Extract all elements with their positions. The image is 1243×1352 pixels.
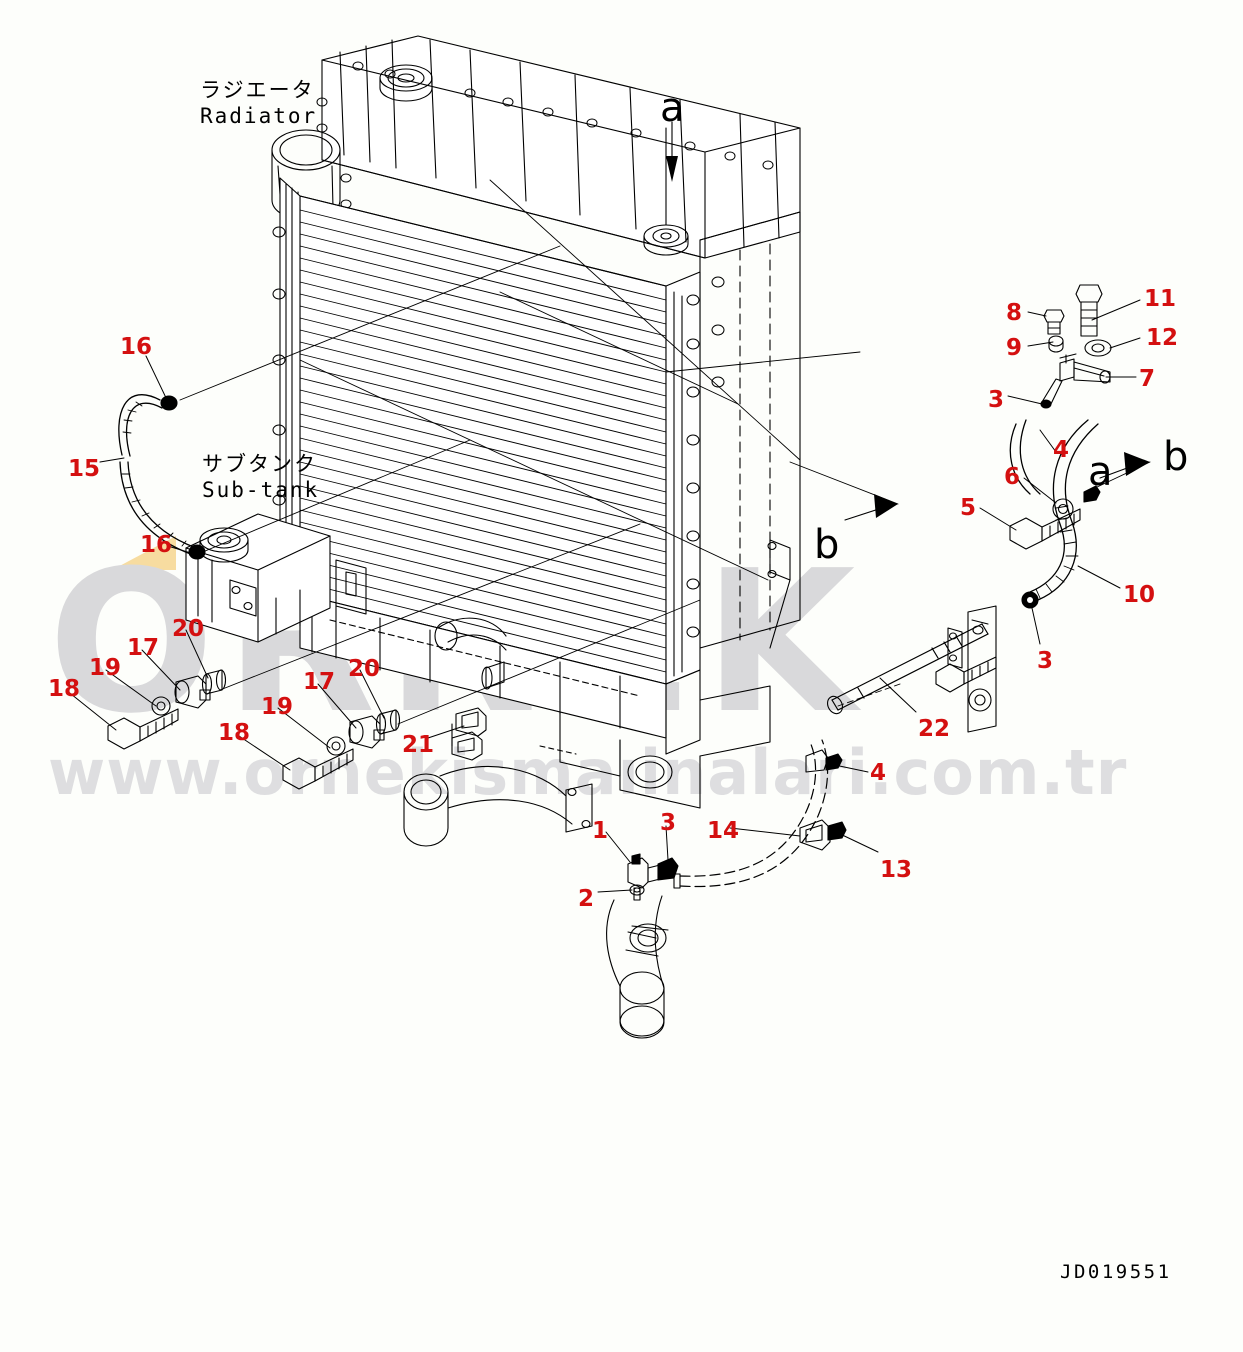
core-bottom-outlet [434,617,507,690]
part-16-clamp-upper [160,395,178,411]
callout-20: 20 [172,616,205,642]
radiator-lower-support [539,669,771,809]
part-13-clamp [799,819,847,851]
radiator-left-side-member [279,177,301,595]
part-22-end-fitting [826,695,844,715]
part-5-bolt [1009,508,1081,550]
callout-19: 19 [261,694,294,720]
part-17-bushing-a [174,675,211,709]
lower-right-mount-plate [967,605,997,733]
callout-21: 21 [402,732,435,758]
callout-18: 18 [218,720,251,746]
callout-16: 16 [140,532,173,558]
callout-15: 15 [68,456,101,482]
radiator-label-jp: ラジエータ [200,78,315,102]
mount-hardware-bolt [935,656,997,693]
part-6-washer [1052,498,1074,520]
radiator-label-en: Radiator [200,103,318,128]
part-18-bolt-a [107,708,179,750]
radiator-label: ラジエータ Radiator [200,78,317,129]
part-4-hose-upper [1009,419,1041,495]
callout-12: 12 [1146,325,1179,351]
callout-20: 20 [348,656,381,682]
radiator-cap-fitting [643,127,689,256]
callout-19: 19 [89,655,122,681]
section-mark-b-middle: b [814,522,840,568]
section-arrow-a-right [1094,452,1151,489]
callout-6: 6 [1004,464,1021,490]
part-9-plug [1048,335,1064,353]
part-14-hose-end [673,873,681,889]
radiator-mount-bracket-left [335,559,367,615]
part-10-hose [1029,419,1099,601]
callout-8: 8 [1006,300,1023,326]
part-20-collar-b [375,709,401,735]
callout-7: 7 [1139,366,1156,392]
leader-lines [65,299,1141,893]
callout-9: 9 [1006,335,1023,361]
section-arrow-a-top [666,121,678,182]
section-mark-a-top: a [660,85,685,131]
radiator-core-fins [299,209,667,673]
callout-16: 16 [120,334,153,360]
callout-10: 10 [1123,582,1156,608]
radiator-top-bolts [316,61,774,209]
subtank-label-en: Sub-tank [202,477,320,502]
part-19-washer-a [151,696,171,716]
callout-5: 5 [960,495,977,521]
callout-3: 3 [1037,648,1054,674]
radiator-bracket-b [767,539,791,649]
callout-22: 22 [918,716,951,742]
callout-17: 17 [303,669,336,695]
radiator-left-rail-bolts [272,226,286,562]
callout-13: 13 [880,857,913,883]
part-22-tube [831,623,989,711]
callout-4: 4 [1053,437,1070,463]
subtank-label: サブタンク Sub-tank [202,452,319,503]
radiator-right-rail-bolts [686,276,725,638]
part-3-clamp-upper [1083,485,1101,503]
drawing-number: JD019551 [1060,1261,1172,1283]
callout-3: 3 [660,810,677,836]
lower-inlet-pipe [403,765,593,847]
lower-outlet-pipe [606,895,665,1039]
watermark-url-text: www.ornekismaıinalari.com.tr [48,736,1128,809]
section-mark-a-right: a [1088,449,1113,495]
callout-14: 14 [707,818,740,844]
lower-pipe-flange [629,923,669,953]
part-11-bolt [1075,284,1103,337]
subtank-label-jp: サブタンク [202,452,317,476]
part-17-bushing-b [348,715,385,749]
part-3-clamp-drain [657,857,679,881]
callout-3: 3 [988,387,1005,413]
part-18-bolt-b [282,748,354,790]
callout-18: 18 [48,676,81,702]
callout-1: 1 [592,818,609,844]
part-21-bracket-clamp [451,707,487,761]
section-arrow-b-middle [789,461,899,521]
part-3-clamp-lower-hl [1027,597,1033,603]
callout-4: 4 [870,760,887,786]
callout-2: 2 [578,886,595,912]
section-mark-b-right: b [1163,434,1189,480]
assembly-phantom-lines [179,179,901,725]
part-15-hose-ribs [121,401,187,547]
radiator-top-tank [321,35,801,259]
callout-17: 17 [127,635,160,661]
callout-11: 11 [1144,286,1177,312]
sub-tank-assembly [185,513,331,643]
